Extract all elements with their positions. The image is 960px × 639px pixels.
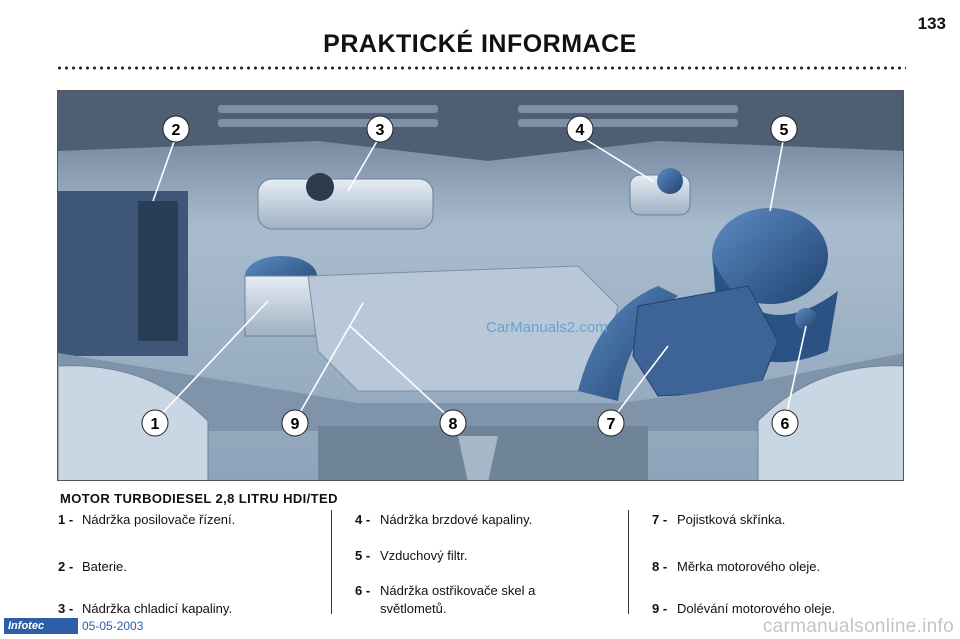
legend-text: Nádržka chladicí kapaliny.: [82, 601, 233, 616]
legend-text: světlometů.: [380, 601, 447, 616]
legend-text: Měrka motorového oleje.: [677, 559, 821, 574]
callouts: 1 2 3 4 5 6 7 8 9: [141, 115, 799, 437]
legend-text: Dolévání motorového oleje.: [677, 601, 836, 616]
legend-text: Nádržka brzdové kapaliny.: [380, 512, 533, 527]
legend-text: Nádržka posilovače řízení.: [82, 512, 236, 527]
legend-item: 7 - Pojistková skřínka.: [652, 512, 785, 527]
footer-date: 05-05-2003: [82, 619, 144, 633]
legend-item: světlometů.: [355, 601, 446, 616]
legend-item: 4 - Nádržka brzdové kapaliny.: [355, 512, 532, 527]
legend-number: 8 -: [652, 559, 668, 574]
legend-item: 1 - Nádržka posilovače řízení.: [58, 512, 235, 527]
engine-diagram: 1 2 3 4 5 6 7 8 9: [58, 91, 903, 480]
legend-item: 9 - Dolévání motorového oleje.: [652, 601, 835, 616]
footer-watermark: carmanualsonline.info: [762, 616, 954, 637]
callout-2: 2: [172, 122, 181, 139]
callout-7: 7: [607, 416, 616, 433]
legend-text: Nádržka ostřikovače skel a: [380, 583, 536, 598]
legend-item: 2 - Baterie.: [58, 559, 127, 574]
page-number: 133: [917, 14, 946, 33]
callout-4: 4: [576, 122, 585, 139]
legend-number: 3 -: [58, 601, 74, 616]
left-headlight: [58, 365, 209, 480]
brake-fluid-cap: [657, 168, 683, 194]
legend-number: 4 -: [355, 512, 371, 527]
fuse-box: [632, 285, 779, 397]
engine-bay-illustration: 1 2 3 4 5 6 7 8 9 CarManuals2.com: [57, 90, 904, 481]
infotec-logo: Infotec: [4, 618, 78, 634]
callout-6: 6: [781, 416, 790, 433]
legend-item: 5 - Vzduchový filtr.: [355, 548, 467, 563]
washer-cap: [795, 308, 817, 330]
legend-item: 6 - Nádržka ostřikovače skel a: [355, 583, 535, 598]
legend-number: 5 -: [355, 548, 371, 563]
power-steering-reservoir: [244, 275, 318, 337]
air-filter: [712, 208, 828, 304]
coolant-tank: [257, 178, 434, 230]
callout-1: 1: [151, 416, 160, 433]
brand-badge: [458, 436, 498, 480]
right-headlight: [757, 365, 903, 480]
callout-3: 3: [376, 122, 385, 139]
legend-number: 6 -: [355, 583, 371, 598]
front-crossmember: [58, 353, 903, 431]
callout-5: 5: [780, 122, 789, 139]
legend-text: Pojistková skřínka.: [677, 512, 786, 527]
legend-number: 2 -: [58, 559, 74, 574]
callout-leaders: [152, 135, 807, 422]
figure-caption: MOTOR TURBODIESEL 2,8 LITRU HDI/TED: [60, 491, 338, 506]
callout-9: 9: [291, 416, 300, 433]
legend-text: Baterie.: [82, 559, 127, 574]
legend-item: 3 - Nádržka chladicí kapaliny.: [58, 601, 232, 616]
column-divider: [628, 510, 629, 614]
coolant-cap: [306, 173, 334, 201]
legend-number: 9 -: [652, 601, 668, 616]
page-title: PRAKTICKÉ INFORMACE: [323, 30, 637, 58]
column-divider: [331, 510, 332, 614]
watermark: CarManuals2.com: [486, 319, 608, 336]
dotted-divider: [56, 66, 906, 70]
callout-8: 8: [449, 416, 458, 433]
legend-text: Vzduchový filtr.: [380, 548, 468, 563]
legend-number: 7 -: [652, 512, 668, 527]
legend-item: 8 - Měrka motorového oleje.: [652, 559, 820, 574]
legend-number: 1 -: [58, 512, 74, 527]
